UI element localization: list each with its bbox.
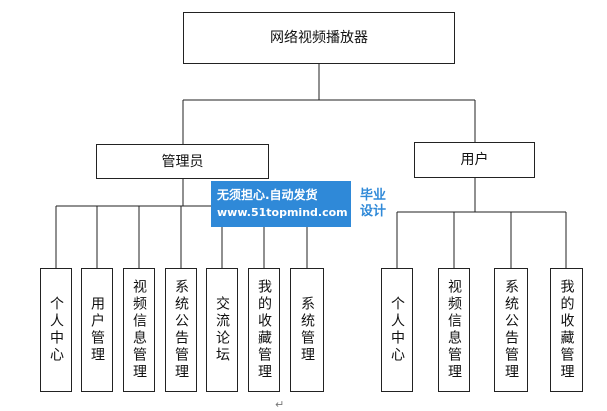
leaf-label: 视频信息管理 [446, 279, 462, 381]
leaf-node: 系统公告管理 [165, 268, 197, 392]
leaf-label: 用户管理 [89, 296, 105, 364]
leaf-node: 我的收藏管理 [248, 268, 280, 392]
watermark-badge-line2: 设计 [359, 204, 386, 219]
leaf-node: 用户管理 [81, 268, 113, 392]
branch-label: 用户 [460, 152, 489, 168]
leaf-node: 系统管理 [290, 268, 324, 392]
branch-label: 管理员 [161, 153, 204, 170]
leaf-label: 个人中心 [48, 296, 64, 364]
leaf-node: 系统公告管理 [494, 268, 528, 392]
leaf-node: 交流论坛 [206, 268, 238, 392]
watermark-url: www.51topmind.com [217, 206, 348, 219]
watermark-badge-line1: 毕业 [359, 188, 386, 204]
leaf-label: 我的收藏管理 [256, 279, 272, 381]
watermark-badge: 毕业 设计 [351, 181, 395, 227]
leaf-label: 系统管理 [299, 296, 315, 364]
branch-node-user: 用户 [414, 142, 535, 178]
root-label: 网络视频播放器 [270, 30, 368, 46]
branch-node-admin: 管理员 [96, 144, 269, 179]
leaf-label: 系统公告管理 [173, 279, 189, 381]
leaf-node: 个人中心 [40, 268, 72, 392]
root-node: 网络视频播放器 [183, 12, 455, 64]
watermark-banner: 无须担心.自动发货 www.51topmind.com 毕业 设计 [211, 181, 395, 227]
leaf-node: 我的收藏管理 [550, 268, 583, 392]
leaf-node: 个人中心 [381, 268, 413, 392]
leaf-label: 系统公告管理 [503, 279, 519, 381]
leaf-label: 个人中心 [389, 296, 405, 364]
leaf-label: 交流论坛 [214, 296, 230, 364]
leaf-node: 视频信息管理 [438, 268, 470, 392]
leaf-label: 我的收藏管理 [558, 279, 575, 381]
paragraph-mark-icon: ↵ [275, 398, 285, 411]
leaf-node: 视频信息管理 [123, 268, 155, 392]
watermark-slogan: 无须担心.自动发货 [217, 188, 318, 202]
leaf-label: 视频信息管理 [131, 279, 147, 381]
